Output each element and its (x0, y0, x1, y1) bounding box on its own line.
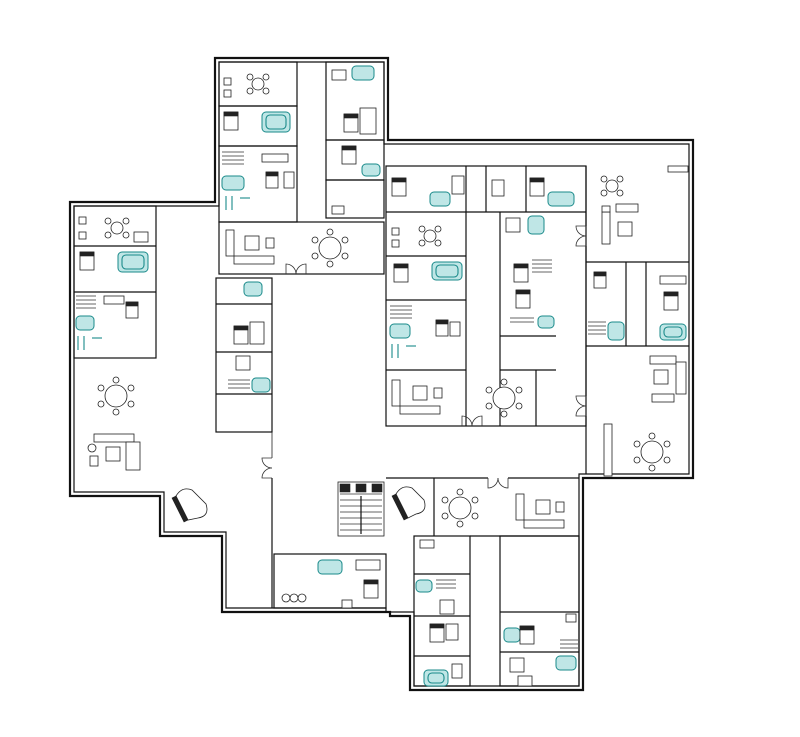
dining-table-icon (633, 432, 671, 472)
sofa-set-icon (601, 203, 639, 245)
bathtub-icon (317, 559, 343, 575)
bed-icon (223, 111, 239, 131)
bathtub-icon (75, 315, 102, 350)
bathtub-icon (659, 323, 687, 341)
bed-icon (79, 251, 95, 271)
bathtub-icon (261, 111, 291, 133)
sofa-set-icon (225, 229, 275, 265)
center-top-wing (218, 61, 385, 275)
bathtub-icon (251, 377, 271, 393)
center-left-column (215, 277, 273, 608)
dining-table-icon (441, 488, 479, 528)
grand-piano-icon (171, 488, 208, 523)
suite-center-top (223, 73, 270, 98)
door-swing-icon (461, 415, 483, 427)
bathtub-icon (607, 321, 625, 341)
right-upper-block (385, 165, 587, 427)
dining-table-icon (97, 376, 135, 416)
suite-left-top (78, 216, 149, 243)
sofa-set-icon (391, 379, 443, 415)
door-swing-icon (487, 477, 509, 489)
bathtub-icon (423, 669, 449, 687)
staircase-icon (337, 481, 385, 537)
suite-right-corner (600, 175, 624, 197)
left-wing (73, 205, 208, 523)
sofa-set-icon (87, 433, 141, 471)
door-swing-icon (261, 457, 273, 479)
far-right-block (575, 165, 689, 477)
bathtub-icon (361, 163, 381, 177)
outer-walls (68, 56, 695, 692)
bathtub-icon (555, 655, 577, 671)
bottom-right-wing (386, 477, 580, 687)
door-swing-icon (575, 225, 587, 417)
bathtub-icon (243, 281, 263, 297)
suite-right-top (391, 225, 442, 248)
bathtub-icon (415, 579, 433, 593)
bathtub-icon (389, 323, 416, 358)
grand-piano-icon (391, 486, 426, 521)
sofa-set-icon (649, 355, 687, 403)
bathtub-icon (547, 191, 575, 207)
center-bottom (273, 481, 426, 609)
dining-table-icon (311, 228, 349, 268)
door-swing-icon (285, 263, 307, 275)
bathtub-icon (351, 65, 375, 81)
bathtub-icon (221, 175, 250, 210)
bathtub-icon (117, 251, 149, 273)
bathtub-icon (537, 315, 555, 329)
dining-table-icon (485, 378, 523, 418)
sofa-set-icon (515, 493, 565, 529)
bathtub-icon (527, 215, 545, 235)
bathtub-icon (429, 191, 451, 207)
bathtub-icon (431, 261, 463, 281)
bathtub-icon (503, 627, 521, 643)
